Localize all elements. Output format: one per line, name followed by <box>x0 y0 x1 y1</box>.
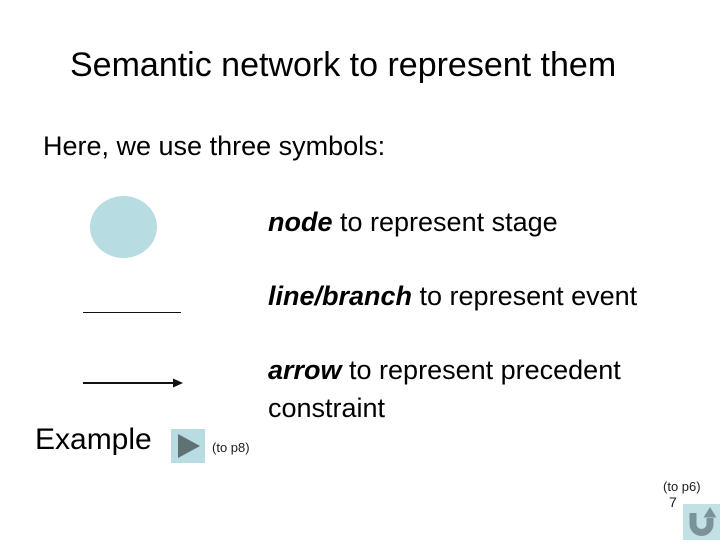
play-icon <box>178 434 200 458</box>
arrow-term: arrow <box>268 355 342 385</box>
node-term: node <box>268 207 333 237</box>
example-label: Example <box>35 423 152 456</box>
footer-link-caption: (to p6) <box>663 479 701 494</box>
intro-text: Here, we use three symbols: <box>43 131 386 161</box>
arrow-description: arrow to represent precedent constraint <box>268 351 643 427</box>
node-description: node to represent stage <box>268 203 558 241</box>
line-symbol <box>83 312 181 313</box>
page-number: 7 <box>669 494 677 510</box>
node-rest: to represent stage <box>332 207 558 237</box>
line-term: line/branch <box>268 281 413 311</box>
line-rest: to represent event <box>412 281 638 311</box>
example-play-button[interactable] <box>171 429 205 463</box>
slide-title: Semantic network to represent them <box>70 46 617 84</box>
return-arrow-icon <box>689 507 717 536</box>
arrow-rest: to represent precedent constraint <box>268 355 621 423</box>
arrow-symbol <box>83 378 183 388</box>
example-link-caption: (to p8) <box>212 440 250 455</box>
line-description: line/branch to represent event <box>268 277 637 315</box>
return-button[interactable] <box>683 504 720 540</box>
node-circle-symbol <box>90 196 157 258</box>
